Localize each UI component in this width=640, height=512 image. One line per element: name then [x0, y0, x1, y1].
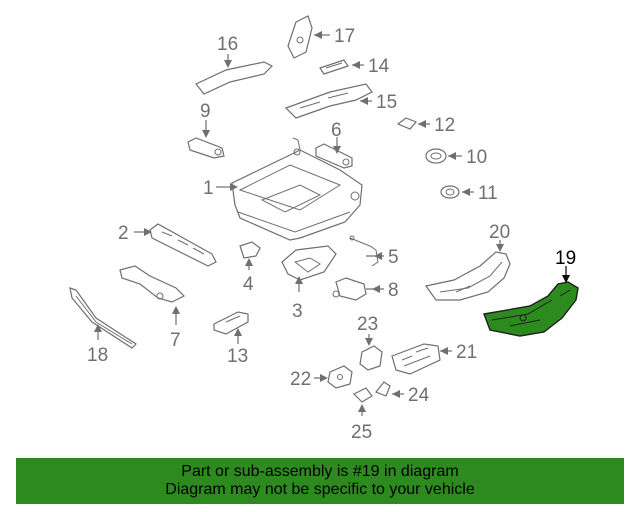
part-5-cable[interactable] — [349, 235, 379, 267]
callout-16: 16 — [217, 34, 238, 55]
part-13[interactable] — [213, 311, 249, 335]
callout-12: 12 — [434, 115, 455, 136]
callout-8: 8 — [388, 280, 399, 301]
part-6[interactable] — [315, 143, 353, 169]
parts-diagram: 1 2 3 4 5 6 7 — [69, 15, 579, 443]
callout-6: 6 — [331, 120, 342, 141]
callout-11: 11 — [478, 183, 498, 204]
callout-1: 1 — [203, 178, 214, 199]
part-21[interactable] — [391, 343, 441, 375]
part-1-seat-frame[interactable] — [231, 137, 363, 241]
part-4[interactable] — [239, 241, 261, 259]
part-12[interactable] — [396, 117, 418, 130]
part-17[interactable] — [287, 15, 313, 59]
callout-13: 13 — [227, 346, 248, 367]
part-22[interactable] — [327, 365, 353, 389]
part-2[interactable] — [149, 223, 217, 267]
info-banner: Part or sub-assembly is #19 in diagram D… — [16, 458, 624, 504]
part-23[interactable] — [359, 345, 383, 371]
callout-22: 22 — [290, 369, 311, 390]
part-11[interactable] — [440, 185, 460, 199]
callout-14: 14 — [368, 56, 390, 77]
part-19-highlighted[interactable] — [483, 281, 579, 337]
callout-9: 9 — [200, 101, 211, 122]
part-16[interactable] — [195, 61, 274, 95]
part-3[interactable] — [281, 245, 337, 281]
part-7[interactable] — [119, 265, 186, 303]
callout-18: 18 — [87, 345, 108, 366]
callout-10: 10 — [466, 147, 487, 168]
callout-20: 20 — [489, 222, 510, 243]
callout-21: 21 — [456, 342, 477, 363]
part-10[interactable] — [425, 148, 447, 164]
callout-24: 24 — [408, 385, 430, 406]
callout-4: 4 — [243, 274, 254, 295]
callout-2: 2 — [118, 223, 129, 244]
callout-19: 19 — [555, 248, 576, 269]
part-14[interactable] — [319, 59, 349, 75]
callout-5: 5 — [388, 247, 399, 268]
part-18-trim[interactable] — [69, 287, 137, 349]
callout-3: 3 — [292, 301, 303, 322]
part-24[interactable] — [375, 381, 391, 397]
part-20[interactable] — [424, 251, 511, 301]
callout-25: 25 — [351, 422, 372, 443]
callout-7: 7 — [170, 330, 181, 351]
callout-23: 23 — [357, 314, 378, 335]
banner-line-1: Part or sub-assembly is #19 in diagram — [181, 463, 459, 480]
callout-17: 17 — [334, 26, 355, 47]
callout-15: 15 — [376, 92, 397, 113]
part-8[interactable] — [332, 277, 367, 301]
part-15[interactable] — [284, 83, 373, 119]
part-9[interactable] — [187, 137, 225, 159]
part-25[interactable] — [352, 387, 373, 403]
banner-line-2: Diagram may not be specific to your vehi… — [165, 481, 475, 498]
